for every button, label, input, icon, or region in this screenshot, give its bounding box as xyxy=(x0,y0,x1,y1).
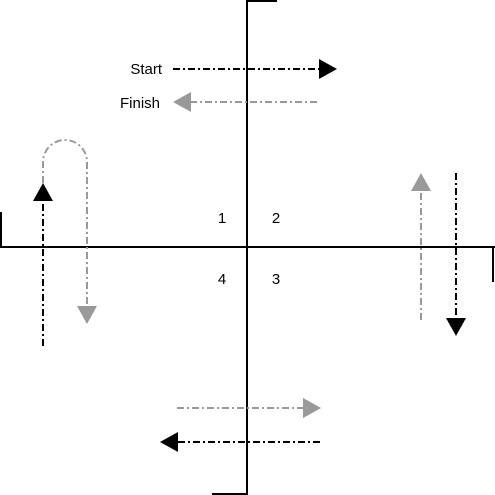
bottom-finish-arrowhead xyxy=(303,398,321,418)
legend-finish-label: Finish xyxy=(120,95,160,112)
left-start-arrowhead xyxy=(33,183,53,201)
bottom-start-arrowhead xyxy=(160,432,178,452)
left-finish-path-curve xyxy=(42,139,88,305)
left-uturn-path xyxy=(33,139,97,346)
quadrant-3-label: 3 xyxy=(272,271,280,288)
legend-start-label: Start xyxy=(130,61,163,78)
legend-start-arrowhead xyxy=(319,59,337,79)
bottom-horizontal-paths xyxy=(160,398,321,452)
right-start-arrowhead xyxy=(446,318,466,336)
legend-finish-arrowhead xyxy=(173,92,191,112)
left-finish-arrowhead xyxy=(77,306,97,324)
right-finish-arrowhead xyxy=(411,173,431,191)
quadrant-2-label: 2 xyxy=(272,210,280,227)
right-vertical-paths xyxy=(411,173,466,336)
quadrant-4-label: 4 xyxy=(218,271,226,288)
quadrant-labels: 1 2 4 3 xyxy=(218,210,280,288)
legend: Start Finish xyxy=(120,59,337,112)
quadrant-1-label: 1 xyxy=(218,210,226,227)
